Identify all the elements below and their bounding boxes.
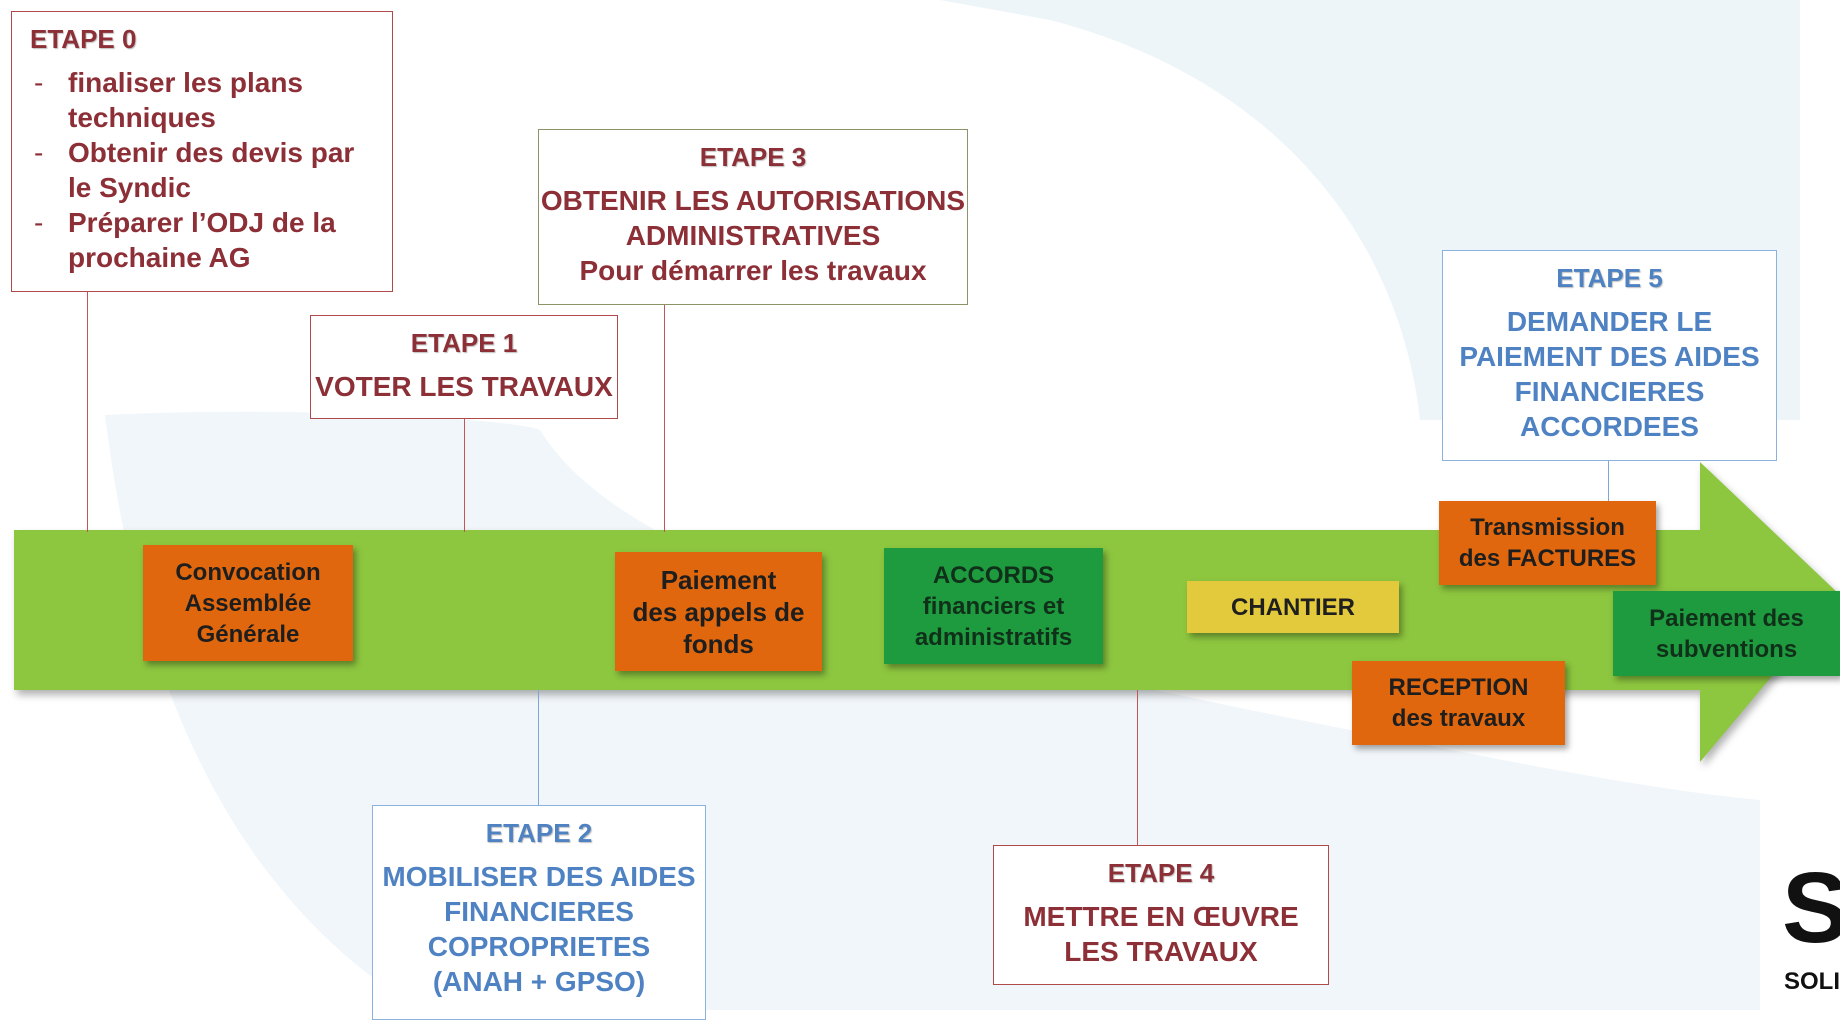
etape2-text: (ANAH + GPSO) <box>432 966 646 997</box>
tag-reception: RECEPTION des travaux <box>1352 661 1565 745</box>
etape0-title: ETAPE 0 <box>30 24 137 54</box>
tag-text: Paiement <box>660 564 777 595</box>
etape4-title: ETAPE 4 <box>1107 858 1215 888</box>
connector-etape2 <box>538 690 539 806</box>
etape0-item: Obtenir des devis par le Syndic <box>30 135 374 205</box>
etape3-box: ETAPE 3 OBTENIR LES AUTORISATIONS ADMINI… <box>538 129 968 305</box>
logo-text: SOLI <box>1784 968 1840 995</box>
etape1-box: ETAPE 1 VOTER LES TRAVAUX <box>310 315 618 419</box>
tag-text: financiers et <box>922 592 1065 620</box>
tag-text: CHANTIER <box>1231 593 1355 621</box>
etape5-title: ETAPE 5 <box>1556 263 1663 293</box>
etape0-item: Préparer l’ODJ de la prochaine AG <box>30 205 374 275</box>
tag-text: Paiement des <box>1649 604 1804 632</box>
tag-text: subventions <box>1655 635 1798 663</box>
etape5-box: ETAPE 5 DEMANDER LE PAIEMENT DES AIDES F… <box>1442 250 1777 461</box>
etape5-text: DEMANDER LE <box>1506 306 1713 337</box>
tag-transmission: Transmission des FACTURES <box>1439 501 1656 585</box>
tag-paiement-appels: Paiement des appels de fonds <box>615 552 822 671</box>
connector-etape3 <box>664 304 665 532</box>
etape3-text: Pour démarrer les travaux <box>579 255 927 286</box>
etape2-text: COPROPRIETES <box>427 931 651 962</box>
tag-paiement-subventions: Paiement des subventions <box>1613 591 1840 676</box>
etape1-text: VOTER LES TRAVAUX <box>315 371 613 402</box>
etape0-box: ETAPE 0 finaliser les plans techniques O… <box>11 11 393 292</box>
etape1-title: ETAPE 1 <box>410 328 518 358</box>
tag-text: fonds <box>683 628 754 659</box>
connector-etape0 <box>87 290 88 532</box>
tag-convocation: Convocation Assemblée Générale <box>143 545 353 661</box>
etape0-item: finaliser les plans techniques <box>30 65 374 135</box>
etape3-title: ETAPE 3 <box>699 142 807 172</box>
tag-text: des FACTURES <box>1458 545 1637 572</box>
etape4-text: LES TRAVAUX <box>1064 936 1258 967</box>
tag-text: Convocation <box>175 558 321 586</box>
etape5-text: FINANCIERES <box>1514 376 1705 407</box>
tag-text: Générale <box>196 620 300 648</box>
etape4-box: ETAPE 4 METTRE EN ŒUVRE LES TRAVAUX <box>993 845 1329 985</box>
tag-text: RECEPTION <box>1388 674 1529 701</box>
connector-etape4 <box>1137 690 1138 846</box>
tag-text: administratifs <box>914 623 1073 651</box>
logo-mark: S <box>1782 852 1840 964</box>
etape2-box: ETAPE 2 MOBILISER DES AIDES FINANCIERES … <box>372 805 706 1020</box>
tag-text: des appels de <box>632 596 805 627</box>
etape2-title: ETAPE 2 <box>485 818 593 848</box>
etape3-text: OBTENIR LES AUTORISATIONS <box>540 185 966 216</box>
etape4-text: METTRE EN ŒUVRE <box>1023 901 1299 932</box>
etape5-text: PAIEMENT DES AIDES <box>1459 341 1760 372</box>
tag-text: Assemblée <box>184 589 312 617</box>
tag-text: ACCORDS <box>932 561 1055 589</box>
etape2-text: FINANCIERES <box>444 896 634 927</box>
etape0-list: finaliser les plans techniques Obtenir d… <box>30 65 374 275</box>
tag-chantier: CHANTIER <box>1187 581 1399 633</box>
etape2-text: MOBILISER DES AIDES <box>382 861 696 892</box>
tag-accords: ACCORDS financiers et administratifs <box>884 548 1103 664</box>
etape5-text: ACCORDEES <box>1520 411 1699 442</box>
tag-text: des travaux <box>1391 705 1526 732</box>
etape3-text: ADMINISTRATIVES <box>625 220 881 251</box>
connector-etape1 <box>464 418 465 532</box>
connector-etape5 <box>1608 460 1609 502</box>
tag-text: Transmission <box>1470 514 1625 541</box>
